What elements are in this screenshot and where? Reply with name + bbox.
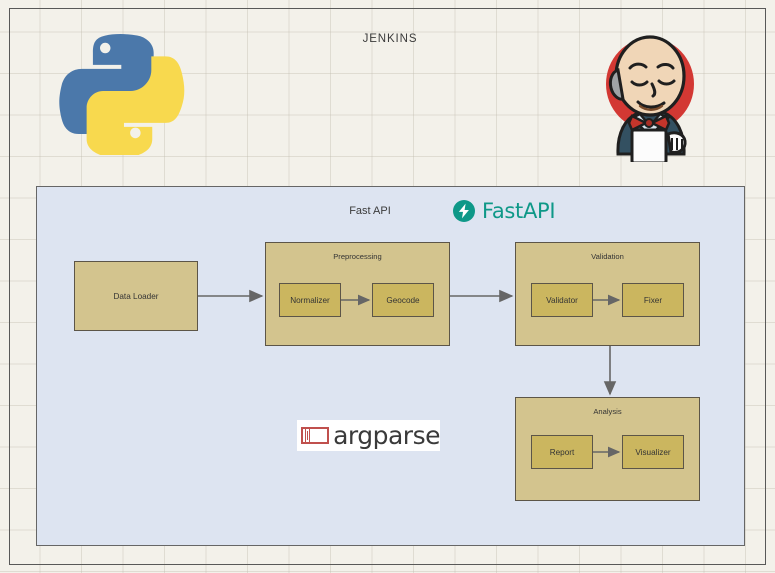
fastapi-logo: FastAPI — [452, 197, 556, 225]
node-label: Visualizer — [635, 447, 671, 457]
node-fixer[interactable]: Fixer — [622, 283, 684, 317]
fastapi-section-label: Fast API — [349, 205, 391, 217]
jenkins-logo — [588, 22, 713, 165]
node-label: Validator — [546, 295, 578, 305]
group-title: Validation — [591, 252, 624, 261]
node-data-loader[interactable]: Data Loader — [74, 261, 198, 331]
node-normalizer[interactable]: Normalizer — [279, 283, 341, 317]
node-label: Fixer — [643, 295, 663, 305]
group-title: Analysis — [593, 407, 622, 416]
node-geocode[interactable]: Geocode — [372, 283, 434, 317]
node-validator[interactable]: Validator — [531, 283, 593, 317]
python-logo — [58, 27, 186, 159]
argparse-caret-icon — [307, 431, 308, 440]
node-report[interactable]: Report — [531, 435, 593, 469]
fastapi-bolt-icon — [453, 200, 475, 222]
fastapi-logo-text: FastAPI — [482, 199, 556, 223]
node-label: Normalizer — [290, 295, 330, 305]
page-frame — [9, 8, 766, 565]
node-label: Report — [549, 447, 575, 457]
group-title: Preprocessing — [333, 252, 382, 261]
node-label: Geocode — [386, 295, 420, 305]
node-label: Data Loader — [113, 291, 159, 301]
argparse-logo: argparse — [297, 420, 440, 451]
argparse-input-box-icon — [301, 427, 330, 444]
argparse-logo-text: argparse — [333, 421, 440, 450]
node-visualizer[interactable]: Visualizer — [622, 435, 684, 469]
jenkins-title: JENKINS — [362, 33, 418, 45]
